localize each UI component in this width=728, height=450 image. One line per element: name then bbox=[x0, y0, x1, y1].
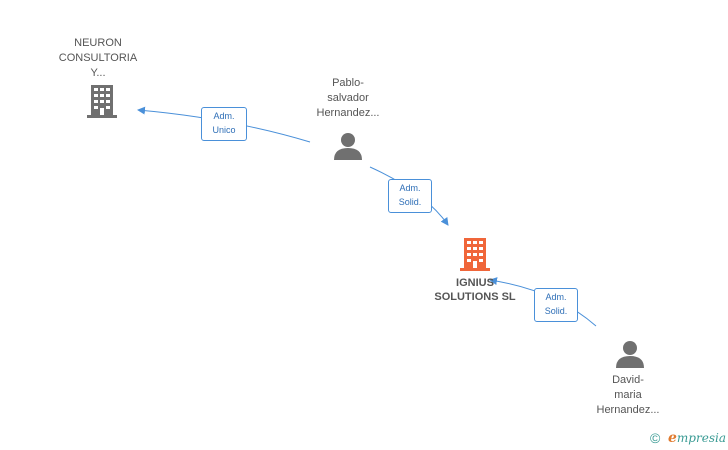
building-icon-ignius[interactable] bbox=[459, 236, 491, 272]
edge-label-pablo-ignius-line-2: Solid. bbox=[398, 197, 422, 207]
edge-label-pablo-ignius[interactable]: Adm. Solid. bbox=[388, 179, 432, 213]
pablo-label-line-1: Pablo- bbox=[332, 77, 364, 89]
edge-label-pablo-ignius-line-1: Adm. bbox=[399, 183, 421, 193]
brand-logo[interactable]: empresia bbox=[668, 430, 726, 446]
pablo-label-line-3: Hernandez... bbox=[316, 107, 380, 119]
person-icon-david[interactable] bbox=[615, 339, 645, 369]
edge-label-pablo-neuron-line-1: Adm. bbox=[213, 111, 235, 121]
david-label-line-3: Hernandez... bbox=[596, 404, 660, 416]
edge-label-david-ignius-line-2: Solid. bbox=[544, 306, 568, 316]
david-label-line-2: maria bbox=[614, 389, 642, 401]
edge-label-david-ignius[interactable]: Adm. Solid. bbox=[534, 288, 578, 322]
edge-label-pablo-neuron[interactable]: Adm. Unico bbox=[201, 107, 247, 141]
brand-logo-rest: mpresia bbox=[676, 431, 726, 445]
copyright-icon: © bbox=[650, 430, 661, 446]
neuron-label-line-1: NEURON bbox=[74, 37, 122, 49]
neuron-label-line-2: CONSULTORIA bbox=[58, 52, 138, 64]
node-label-neuron[interactable]: NEURON CONSULTORIA Y... bbox=[48, 36, 148, 81]
brand-logo-initial: e bbox=[668, 430, 677, 446]
edge-label-david-ignius-line-1: Adm. bbox=[545, 292, 567, 302]
node-label-ignius[interactable]: IGNIUS SOLUTIONS SL bbox=[415, 276, 535, 304]
edge-label-pablo-neuron-line-2: Unico bbox=[212, 125, 236, 135]
neuron-label-line-3: Y... bbox=[90, 67, 106, 79]
building-icon-neuron[interactable] bbox=[86, 83, 118, 119]
pablo-label-line-2: salvador bbox=[327, 92, 369, 104]
person-icon-pablo[interactable] bbox=[333, 131, 363, 161]
ignius-label-line-2: SOLUTIONS SL bbox=[434, 291, 516, 303]
ignius-label-line-1: IGNIUS bbox=[456, 277, 494, 289]
node-label-pablo[interactable]: Pablo- salvador Hernandez... bbox=[298, 76, 398, 121]
david-label-line-1: David- bbox=[612, 374, 644, 386]
node-label-david[interactable]: David- maria Hernandez... bbox=[578, 373, 678, 418]
